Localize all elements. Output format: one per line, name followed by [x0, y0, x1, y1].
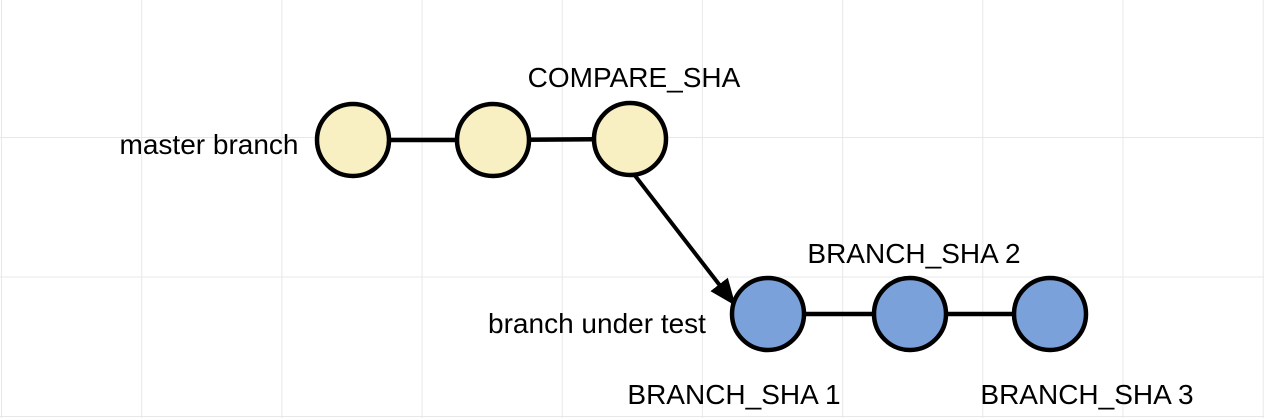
compare-sha-label: COMPARE_SHA	[528, 62, 741, 93]
commit-node-master-1	[314, 101, 392, 179]
commit-node-branch-sha-2	[871, 275, 949, 353]
branch-sha-2-label: BRANCH_SHA 2	[807, 238, 1020, 269]
commit-node-branch-sha-3	[1011, 275, 1089, 353]
commit-node-compare-sha	[591, 100, 669, 178]
fork-arrow	[631, 171, 737, 307]
branch-under-test-label: branch under test	[488, 308, 706, 339]
commit-node-master-2	[454, 101, 532, 179]
branch-sha-1-label: BRANCH_SHA 1	[627, 379, 840, 410]
master-branch-label: master branch	[120, 129, 299, 160]
commit-node-branch-sha-1	[729, 275, 807, 353]
branch-sha-3-label: BRANCH_SHA 3	[980, 379, 1193, 410]
